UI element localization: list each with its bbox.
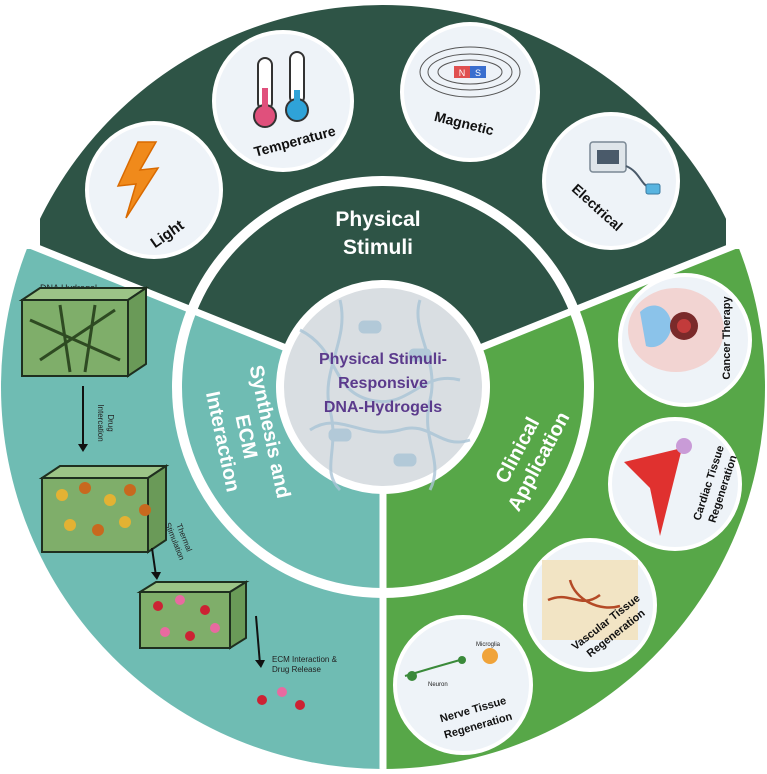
nerve-item: Neuron Microglia Nerve Tissue Regenerati…: [393, 615, 533, 755]
physical-title-line1: Physical: [335, 208, 420, 231]
neuron-label: Neuron: [428, 682, 448, 688]
arrow-ecm: [255, 615, 261, 665]
tumor-icon: [640, 305, 672, 348]
cardiac-item: Cardiac Tissue Regeneration: [608, 417, 742, 551]
center-title-line2: Responsive: [338, 375, 428, 392]
magnet-north-label: N: [459, 68, 466, 78]
arrow-thermal-head: [151, 572, 161, 580]
physical-title-line2: Stimuli: [343, 236, 413, 259]
drug-line2: Intercation: [96, 404, 105, 441]
drug-release-icon: [257, 687, 305, 710]
inner-ring-border: [172, 176, 594, 598]
cancer-label: Cancer Therapy: [721, 296, 733, 380]
magnet-icon: N S: [419, 46, 521, 98]
drug-interaction-label: Drug Intercation: [96, 404, 115, 441]
light-item: Light: [85, 121, 223, 259]
ecm-line2: Drug Release: [272, 665, 321, 674]
magnetic-item: N S Magnetic: [400, 22, 540, 162]
temperature-item: Temperature: [212, 30, 354, 172]
cancer-therapy-item: Cancer Therapy: [618, 273, 752, 407]
center-title-line1: Physical Stimuli-: [319, 351, 447, 368]
vascular-icon: [547, 579, 621, 609]
thermal-hydrogel-box: [136, 580, 250, 650]
center-title-line3: DNA-Hydrogels: [324, 399, 442, 416]
vascular-item: Vascular Tissue Regeneration: [523, 538, 657, 672]
ecm-line1: ECM Interaction &: [272, 655, 338, 664]
electrical-device-icon: [589, 141, 661, 195]
physical-sector: [40, 5, 726, 387]
cardiac-cell-icon: [624, 448, 682, 536]
dna-hydrogel-box: [18, 286, 150, 378]
magnet-south-label: S: [475, 68, 481, 78]
drug-line1: Drug: [106, 414, 115, 431]
hydrogel-network-icon: [299, 299, 471, 492]
lightning-icon: [116, 141, 160, 219]
neuron-icon: [404, 648, 498, 681]
microglia-label: Microglia: [476, 642, 501, 648]
drug-hydrogel-box: [38, 464, 170, 554]
arrow-thermal: [151, 547, 157, 577]
electrical-item: Electrical: [542, 112, 680, 250]
thermometer-icon: [253, 51, 309, 128]
arrow-drug-head: [78, 444, 88, 452]
arrow-ecm-head: [255, 660, 265, 668]
